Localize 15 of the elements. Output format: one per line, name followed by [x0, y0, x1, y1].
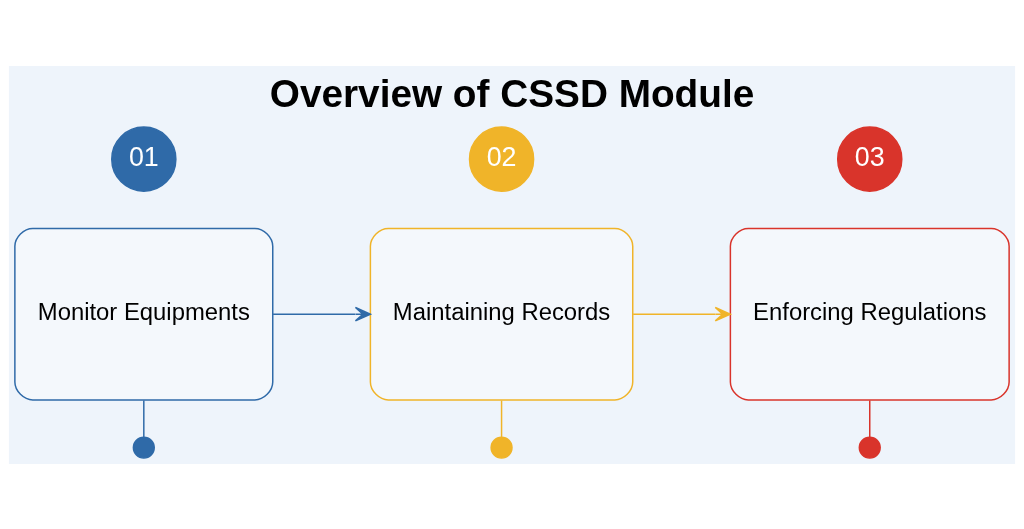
node-circle: 01 — [111, 125, 177, 192]
node-circle: 03 — [836, 125, 903, 192]
connector — [143, 399, 145, 438]
connector — [500, 399, 503, 438]
node-circle — [490, 435, 513, 459]
node-circle — [858, 435, 881, 459]
diagram-title: Overview of CSSD Module — [269, 71, 755, 115]
connector — [869, 399, 871, 438]
node-circle — [132, 435, 155, 459]
arrow — [632, 306, 731, 322]
node-box: Maintaining Records — [369, 227, 634, 401]
node-box: Enforcing Regulations — [729, 227, 1010, 401]
node-circle: 02 — [468, 125, 535, 192]
arrow — [272, 306, 372, 322]
node-box: Monitor Equipments — [14, 227, 274, 401]
